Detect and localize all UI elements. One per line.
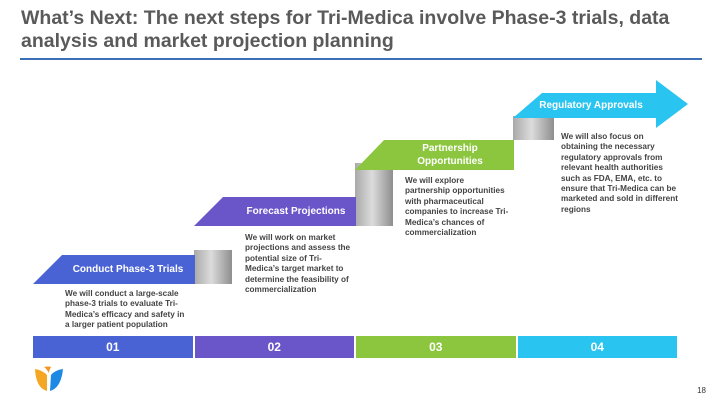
step-1-description: We will conduct a large-scale phase-3 tr… — [65, 289, 185, 330]
step-4-label: Regulatory Approvals — [539, 100, 643, 111]
step-3-description: We will explore partnership opportunitie… — [405, 176, 509, 238]
tri-medica-logo-icon — [35, 366, 63, 391]
step-3-tread — [355, 140, 514, 170]
timeline-segment-02: 02 — [194, 336, 356, 358]
step-1-tread — [33, 255, 195, 284]
timeline-segment-01: 01 — [33, 336, 195, 358]
step-3-label-line1: Partnership — [422, 143, 478, 154]
riser-1-2 — [194, 250, 232, 284]
step-4-arrow — [513, 80, 688, 128]
riser-2-3 — [355, 163, 393, 226]
step-2-tread — [194, 197, 356, 226]
timeline-number-03: 03 — [429, 340, 443, 354]
phase-timeline: 01 02 03 04 — [33, 336, 677, 358]
slide-title: What’s Next: The next steps for Tri-Medi… — [21, 7, 670, 52]
step-1-label: Conduct Phase-3 Trials — [73, 264, 184, 275]
title-divider — [20, 58, 702, 60]
step-2-label: Forecast Projections — [247, 206, 346, 217]
timeline-number-01: 01 — [106, 340, 120, 354]
step-2-description: We will work on market projections and a… — [245, 233, 351, 295]
step-3-label-line2: Opportunities — [417, 156, 483, 167]
timeline-segment-04: 04 — [517, 336, 677, 358]
page-number: 18 — [697, 386, 706, 395]
step-4-description: We will also focus on obtaining the nece… — [561, 132, 678, 214]
riser-3-4 — [513, 116, 554, 140]
timeline-number-04: 04 — [590, 340, 604, 354]
timeline-number-02: 02 — [267, 340, 281, 354]
timeline-segment-03: 03 — [356, 336, 518, 358]
